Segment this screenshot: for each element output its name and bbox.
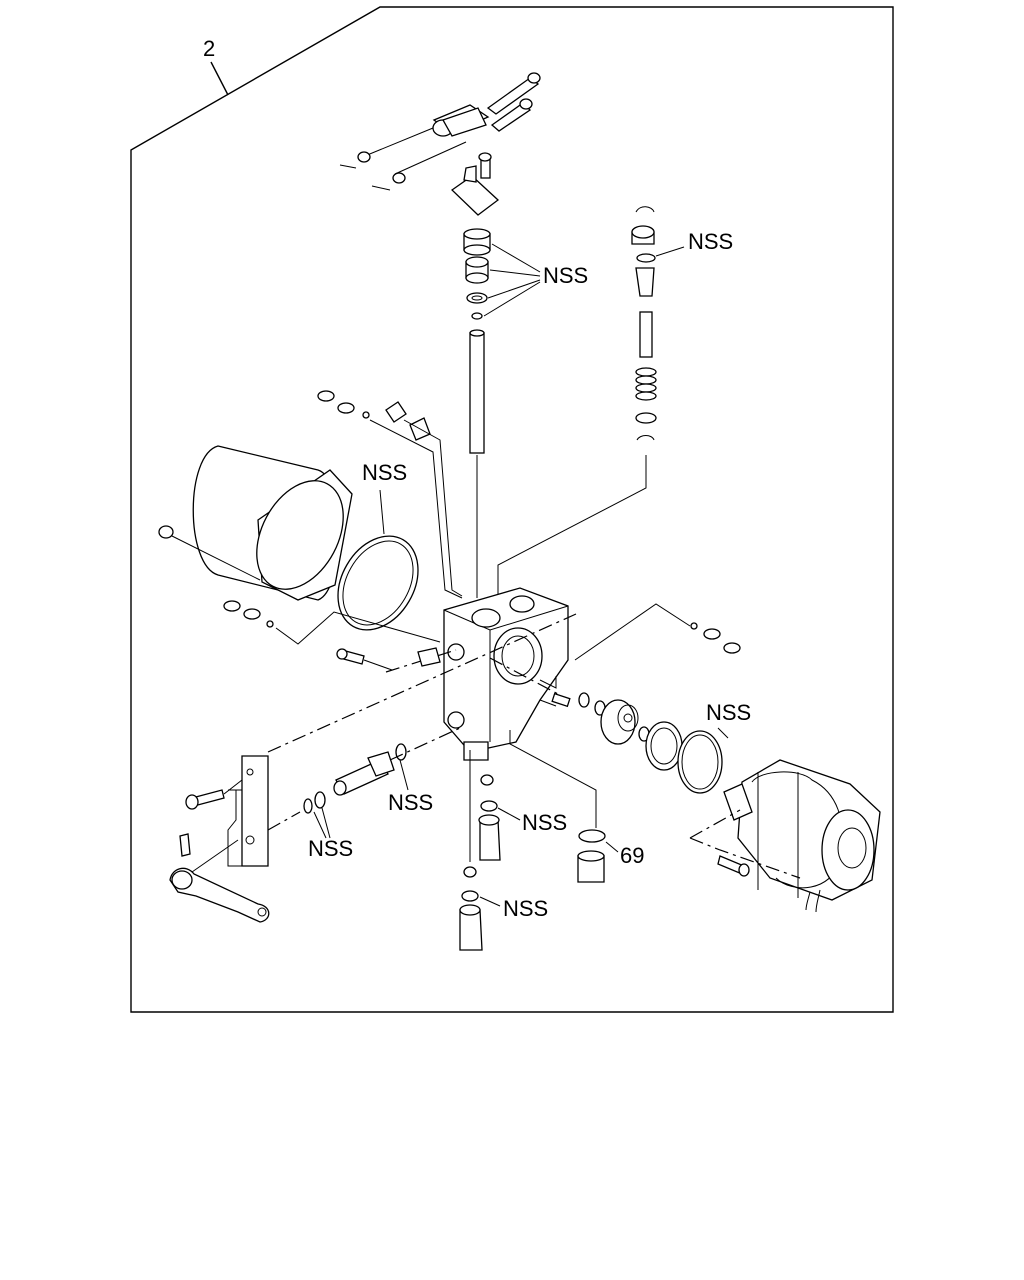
valve-body bbox=[443, 587, 569, 761]
center-shaft-stack bbox=[463, 228, 541, 598]
fitting-icon bbox=[459, 904, 483, 951]
mounting-bracket bbox=[185, 755, 301, 867]
bolt-icon bbox=[185, 789, 225, 810]
bolt-icon bbox=[336, 648, 365, 665]
fitting-icon bbox=[417, 647, 441, 667]
nss-label: NSS bbox=[688, 229, 733, 254]
assembly-frame bbox=[130, 6, 894, 1013]
spring-icon bbox=[223, 600, 274, 628]
spring-icon bbox=[317, 390, 355, 414]
nss-label: NSS bbox=[503, 896, 548, 921]
bearing-icon bbox=[600, 699, 639, 745]
nss-label: NSS bbox=[706, 700, 751, 725]
bolt-icon bbox=[486, 72, 541, 115]
lower-center-fittings bbox=[459, 750, 521, 951]
nss-label: NSS bbox=[543, 263, 588, 288]
nss-label: NSS bbox=[362, 460, 407, 485]
spring-icon bbox=[635, 367, 657, 401]
right-valve-stack bbox=[497, 206, 685, 598]
nss-label: NSS bbox=[388, 790, 433, 815]
upper-left-fittings bbox=[317, 390, 463, 599]
solenoid-actuator bbox=[717, 759, 881, 913]
o-ring-icon bbox=[337, 535, 419, 631]
cylinder-housing bbox=[158, 445, 353, 601]
bearing-stack bbox=[551, 692, 723, 794]
callout-2: 2 bbox=[203, 36, 215, 61]
plug-69 bbox=[509, 730, 619, 883]
o-ring-icon bbox=[303, 791, 326, 814]
top-clamp-assembly bbox=[339, 72, 541, 216]
nss-label: NSS bbox=[522, 810, 567, 835]
callout-2-leader bbox=[210, 61, 229, 96]
bolt-icon bbox=[490, 98, 533, 132]
bolt-icon bbox=[717, 855, 750, 877]
o-ring-icon bbox=[677, 730, 723, 794]
shaft-icon bbox=[469, 332, 485, 454]
spring-icon bbox=[690, 622, 741, 654]
item-69-label: 69 bbox=[620, 843, 644, 868]
nss-label: NSS bbox=[308, 836, 353, 861]
fitting-icon bbox=[478, 814, 501, 861]
lever-arm bbox=[169, 833, 270, 923]
lower-left-shaft bbox=[303, 727, 461, 839]
bolt-icon bbox=[158, 525, 174, 539]
